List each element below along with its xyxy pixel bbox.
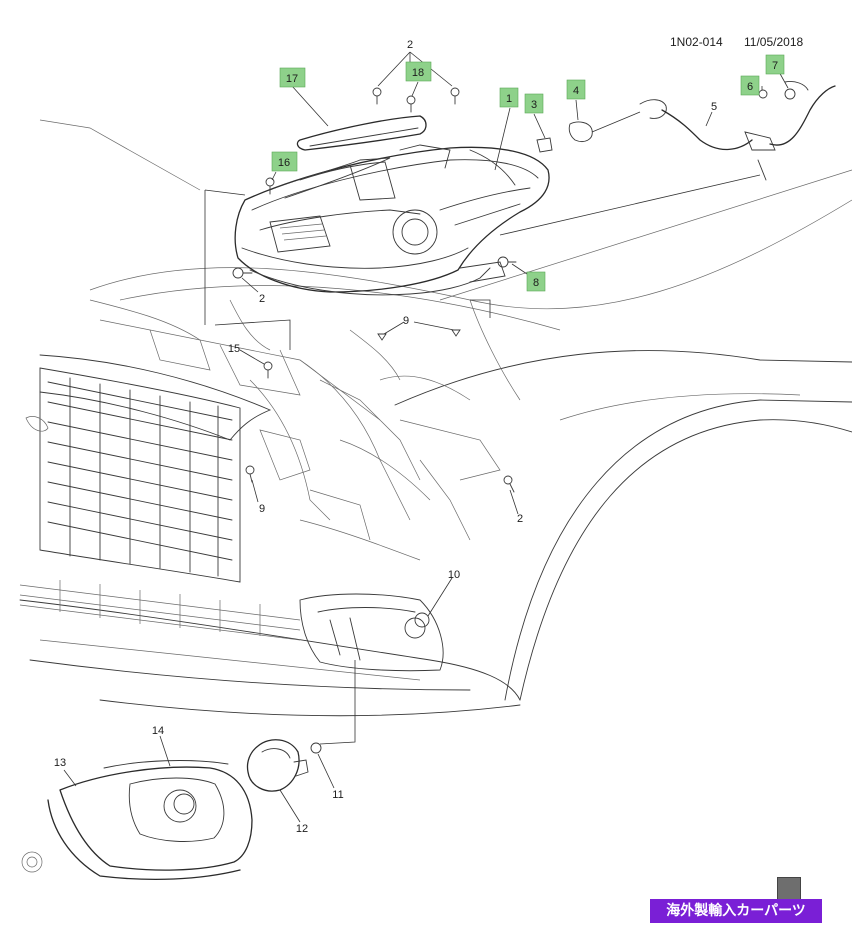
svg-text:4: 4 <box>573 85 579 97</box>
svg-text:1: 1 <box>506 93 512 105</box>
callout-17: 17 <box>279 67 306 88</box>
clip-9-right-icon <box>451 329 461 337</box>
headlamp-seal <box>269 157 391 199</box>
callout-9-side: 9 <box>259 503 265 515</box>
callout-14: 14 <box>152 725 164 737</box>
svg-text:6: 6 <box>747 81 753 93</box>
svg-text:17: 17 <box>286 73 298 85</box>
callout-2-top: 2 <box>407 39 413 51</box>
callout-9-top: 9 <box>403 315 409 327</box>
svg-text:9: 9 <box>403 315 409 327</box>
svg-text:10: 10 <box>448 569 460 581</box>
screw-18-icon <box>406 95 416 113</box>
svg-text:3: 3 <box>531 99 537 111</box>
callout-7: 7 <box>765 54 785 75</box>
callout-6: 6 <box>740 75 760 96</box>
callout-11: 11 <box>332 789 343 801</box>
screw-11-icon <box>310 742 322 754</box>
callout-4: 4 <box>566 79 586 100</box>
thumbnail-icon <box>777 877 801 901</box>
screw-2-top-left-icon <box>372 87 382 105</box>
headlamp-trim-top <box>296 115 427 151</box>
screw-2-top-right-icon <box>450 87 460 105</box>
connectors <box>536 111 641 153</box>
callout-16: 16 <box>271 151 298 172</box>
wiring-harness <box>639 81 836 181</box>
cap-7-icon <box>784 88 796 100</box>
headlamp-assembly <box>204 144 761 350</box>
svg-text:11: 11 <box>332 789 343 801</box>
bulb-4-icon <box>568 121 593 142</box>
fog-lamp-bezel <box>47 760 253 880</box>
callout-15: 15 <box>228 343 240 355</box>
screw-2-fender-icon <box>503 475 515 493</box>
clip-9-left-icon <box>377 333 387 341</box>
svg-text:9: 9 <box>259 503 265 515</box>
svg-text:8: 8 <box>533 277 539 289</box>
screw-9-side-icon <box>245 465 255 483</box>
bulb-socket-3-icon <box>536 137 553 153</box>
fasteners <box>232 87 517 628</box>
screw-8-icon <box>497 256 517 268</box>
callout-8: 8 <box>526 271 546 292</box>
grommet-6-icon <box>758 89 768 99</box>
callout-2-fender: 2 <box>517 513 523 525</box>
screw-2-left-icon <box>232 267 253 279</box>
fog-lamp-bulb-icon <box>414 612 430 628</box>
callout-10: 10 <box>448 569 460 581</box>
fastener-symbol-icon <box>21 851 43 873</box>
svg-text:16: 16 <box>278 157 290 169</box>
screw-15-icon <box>263 361 273 379</box>
callout-5: 5 <box>711 101 717 113</box>
svg-text:2: 2 <box>259 293 265 305</box>
svg-text:13: 13 <box>54 757 66 769</box>
callout-12: 12 <box>296 823 308 835</box>
svg-text:12: 12 <box>296 823 308 835</box>
fog-lamp <box>246 660 356 792</box>
screw-16-icon <box>265 177 275 195</box>
svg-text:2: 2 <box>517 513 523 525</box>
svg-text:14: 14 <box>152 725 164 737</box>
callout-3: 3 <box>524 93 544 114</box>
svg-text:5: 5 <box>711 101 717 113</box>
svg-text:7: 7 <box>772 60 778 72</box>
svg-text:15: 15 <box>228 343 240 355</box>
leader-lines <box>63 51 789 823</box>
callout-1: 1 <box>499 87 519 108</box>
diagram-date: 11/05/2018 <box>744 35 803 49</box>
shop-banner[interactable]: 海外製輸入カーパーツ <box>650 899 822 923</box>
svg-text:18: 18 <box>412 67 424 79</box>
diagram-code: 1N02-014 <box>670 35 723 49</box>
callout-18: 18 <box>405 61 432 82</box>
vehicle-body <box>19 119 852 873</box>
callout-13: 13 <box>54 757 66 769</box>
svg-text:2: 2 <box>407 39 413 51</box>
callout-2-left: 2 <box>259 293 265 305</box>
